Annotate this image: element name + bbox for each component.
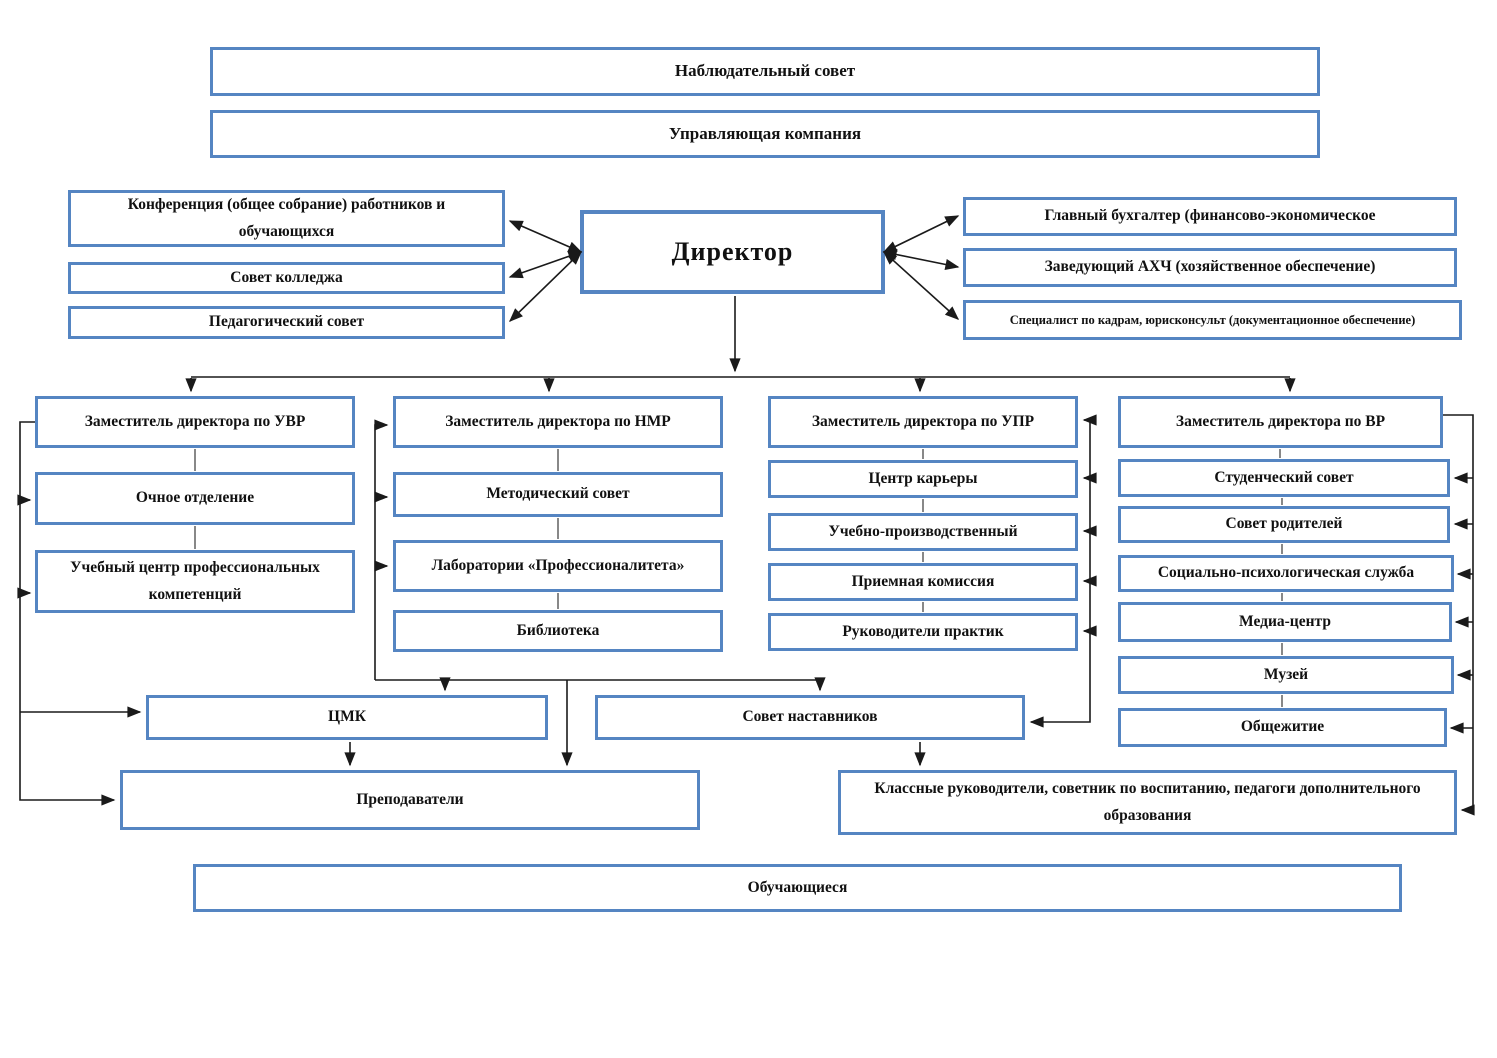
node-training-center: Учебный центр профессиональных компетенц… <box>35 550 355 613</box>
node-dormitory: Общежитие <box>1118 708 1447 747</box>
node-museum: Музей <box>1118 656 1454 694</box>
node-training-production: Учебно-производственный <box>768 513 1078 551</box>
node-deputy-upr: Заместитель директора по УПР <box>768 396 1078 448</box>
node-admissions-committee: Приемная комиссия <box>768 563 1078 601</box>
node-teachers: Преподаватели <box>120 770 700 830</box>
node-practice-supervisors: Руководители практик <box>768 613 1078 651</box>
node-management-company: Управляющая компания <box>210 110 1320 158</box>
node-chief-accountant: Главный бухгалтер (финансово-экономическ… <box>963 197 1457 236</box>
node-class-teachers: Классные руководители, советник по воспи… <box>838 770 1457 835</box>
node-college-council: Совет колледжа <box>68 262 505 294</box>
node-supervisory-board: Наблюдательный совет <box>210 47 1320 96</box>
node-mentors-council: Совет наставников <box>595 695 1025 740</box>
node-socio-psychological-service: Социально-психологическая служба <box>1118 555 1454 592</box>
node-student-council: Студенческий совет <box>1118 459 1450 497</box>
node-methodical-council: Методический совет <box>393 472 723 517</box>
node-pedagogical-council: Педагогический совет <box>68 306 505 339</box>
node-hr-legal-specialist: Специалист по кадрам, юрисконсульт (доку… <box>963 300 1462 340</box>
node-ahch-head: Заведующий АХЧ (хозяйственное обеспечени… <box>963 248 1457 287</box>
node-cmk: ЦМК <box>146 695 548 740</box>
node-media-center: Медиа-центр <box>1118 602 1452 642</box>
node-career-center: Центр карьеры <box>768 460 1078 498</box>
node-professionalitet-labs: Лаборатории «Профессионалитета» <box>393 540 723 592</box>
node-deputy-vr: Заместитель директора по ВР <box>1118 396 1443 448</box>
node-director: Директор <box>580 210 885 294</box>
node-full-time-department: Очное отделение <box>35 472 355 525</box>
node-deputy-uvr: Заместитель директора по УВР <box>35 396 355 448</box>
node-library: Библиотека <box>393 610 723 652</box>
node-students: Обучающиеся <box>193 864 1402 912</box>
node-conference: Конференция (общее собрание) работников … <box>68 190 505 247</box>
node-parents-council: Совет родителей <box>1118 506 1450 543</box>
node-deputy-nmr: Заместитель директора по НМР <box>393 396 723 448</box>
